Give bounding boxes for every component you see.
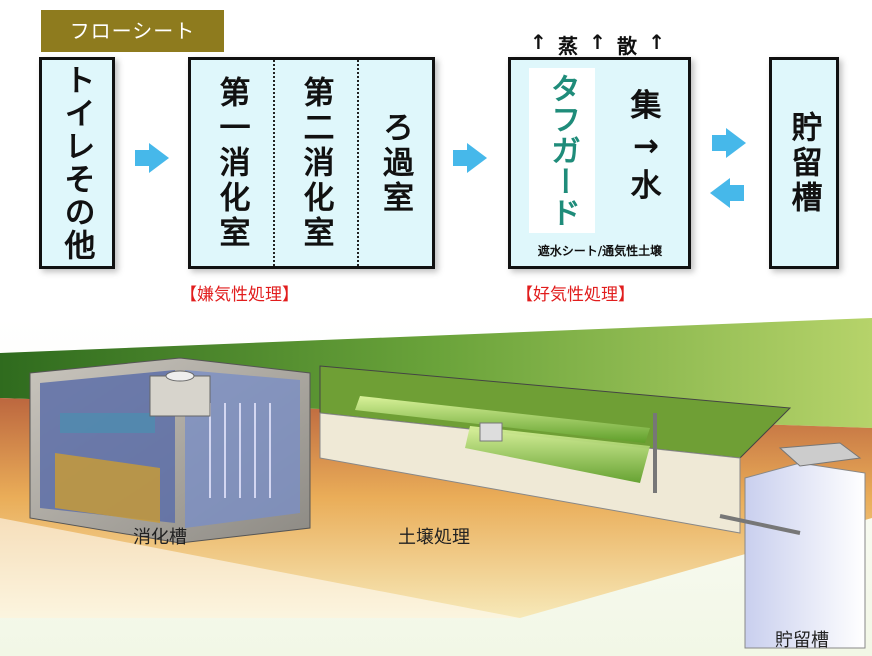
- caption-storage-tank: 貯留槽: [775, 630, 829, 650]
- flow-arrow-return: [710, 178, 744, 208]
- digestion-tank-drawing: [29, 357, 311, 544]
- caption-digestion-tank: 消化槽: [133, 527, 187, 547]
- source-label: トイレその他: [58, 64, 95, 262]
- collect-bottom: 水: [630, 168, 662, 204]
- flow-arrow-1: [135, 143, 169, 173]
- soil-fade: [0, 518, 520, 618]
- caption-soil-treatment: 土壌処理: [398, 527, 470, 547]
- aerobic-label: 【好気性処理】: [516, 285, 635, 305]
- evap-char-2: 散: [617, 34, 638, 58]
- source-box: トイレその他: [39, 57, 115, 269]
- collect-water: 集 → 水: [611, 86, 681, 206]
- flow-arrow-2: [453, 143, 487, 173]
- sheet-note: 遮水シート/通気性土壌: [537, 244, 663, 258]
- storage-label: 貯留槽: [785, 110, 822, 216]
- evap-arrow-up-1: ↑: [530, 30, 547, 54]
- chamber-3: ろ過室: [359, 60, 432, 266]
- storage-tank-drawing: [719, 442, 866, 649]
- collect-top: 集: [630, 88, 662, 124]
- tough-guard-label: タフガード: [545, 73, 580, 228]
- chamber-3-label: ろ過室: [377, 110, 413, 216]
- anaerobic-box: 第一消化室 第二消化室 ろ過室: [188, 57, 435, 269]
- chamber-1: 第一消化室: [191, 60, 275, 266]
- aerobic-box: タフガード 集 → 水 遮水シート/通気性土壌: [508, 57, 691, 269]
- collect-arrow: →: [633, 128, 659, 164]
- flow-sheet-tag: フローシート: [41, 10, 224, 52]
- anaerobic-label: 【嫌気性処理】: [180, 285, 299, 305]
- soil-treatment-drawing: [319, 365, 792, 534]
- chamber-1-label: 第一消化室: [213, 75, 250, 251]
- storage-box: 貯留槽: [769, 57, 839, 269]
- chamber-2-label: 第二消化室: [297, 75, 334, 251]
- chamber-2: 第二消化室: [275, 60, 359, 266]
- evap-arrow-up-3: ↑: [648, 30, 665, 54]
- flow-arrow-3: [712, 128, 746, 158]
- tough-guard-panel: タフガード: [529, 68, 595, 233]
- evaporation-arrows: ↑ 蒸 ↑ 散 ↑: [530, 30, 665, 59]
- treatment-illustration: 消化槽 土壌処理 貯留槽: [0, 318, 872, 656]
- evap-arrow-up-2: ↑: [589, 30, 606, 54]
- evap-char-1: 蒸: [557, 34, 578, 58]
